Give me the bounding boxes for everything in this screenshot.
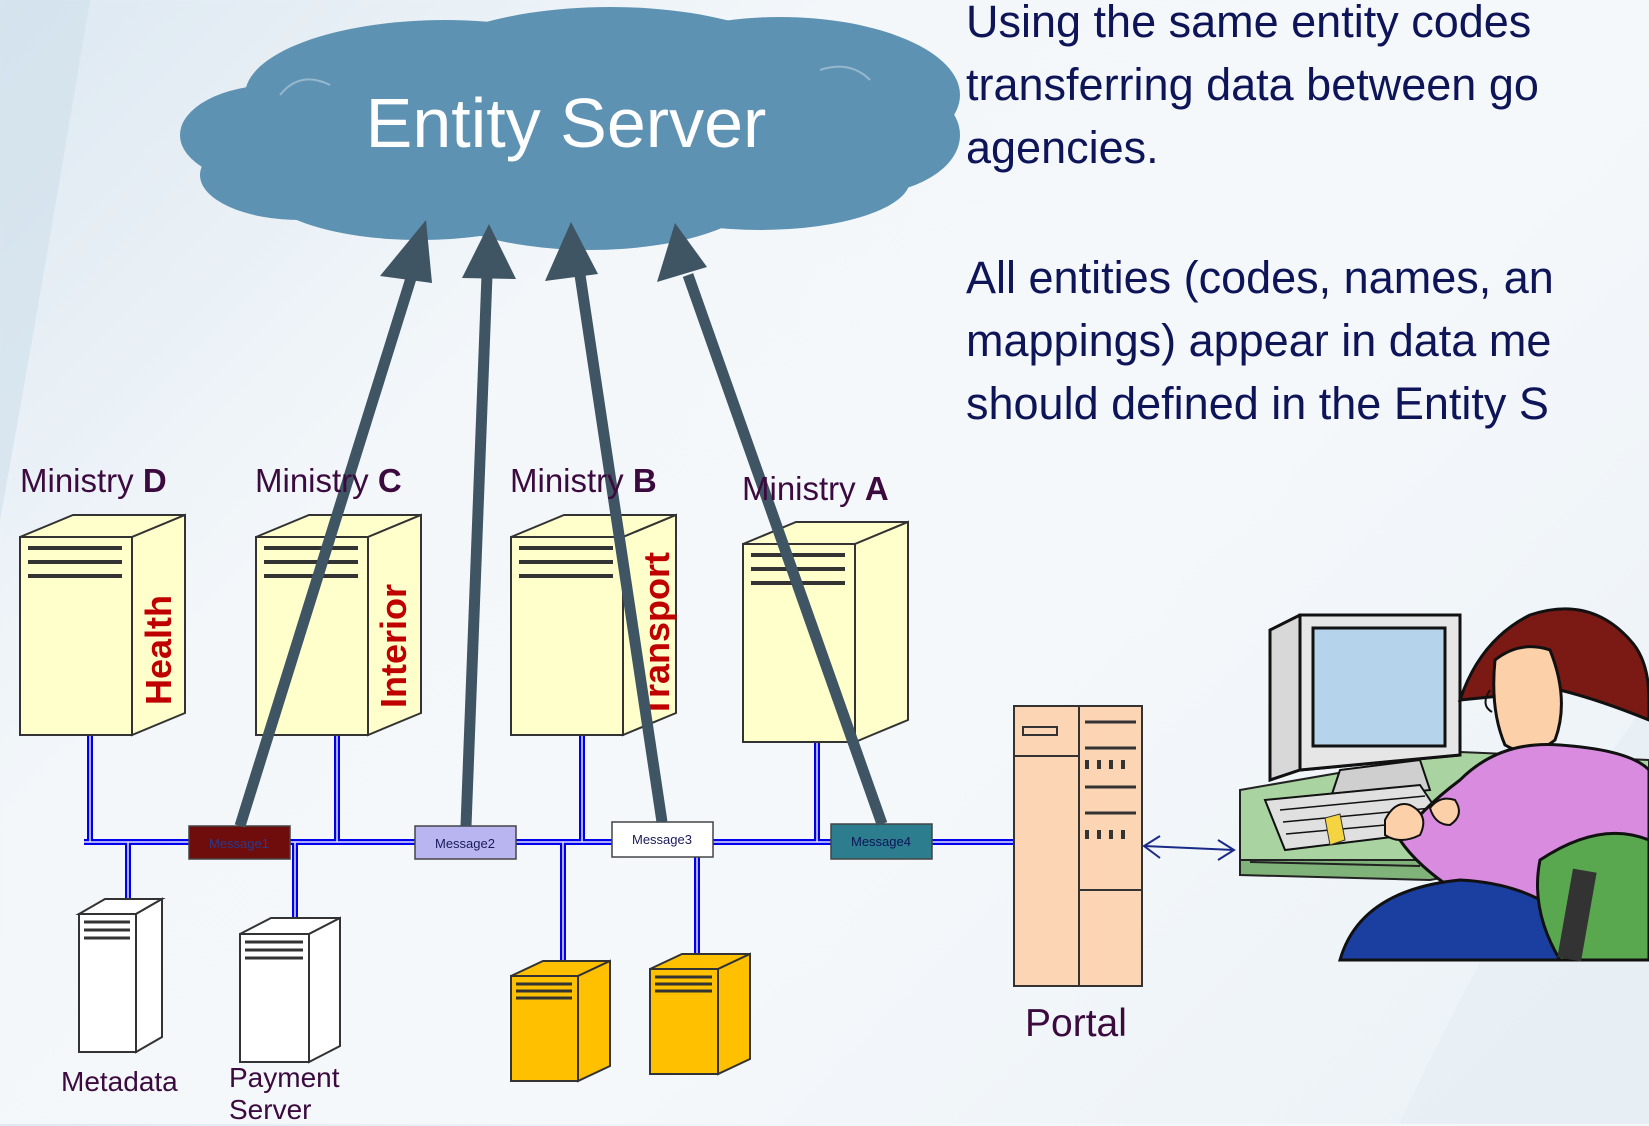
ministry-d-prefix: Ministry [20,462,143,499]
message2-box [414,825,517,860]
metadata-server [75,897,166,1054]
ministry-b-letter: B [632,462,657,499]
ministry-b-prefix: Ministry [510,462,633,499]
server-ministry-d [19,513,186,737]
ministry-c-label: Interior [373,584,414,708]
upload-arrows [234,220,888,828]
ministry-c-title: Ministry C [255,462,402,500]
message1-label: Message1 [209,836,269,851]
message2-label: Message2 [435,836,495,851]
server-ministry-a [742,520,909,744]
message4-box [830,823,933,860]
message3-box [611,821,714,858]
body-text-line1: Using the same entity codes [966,0,1532,47]
ministry-d-letter: D [142,462,167,499]
arrow-head-3 [545,222,598,281]
ministry-d-title: Ministry D [20,462,167,500]
cloud-title: Entity Server [366,84,767,162]
user-at-computer-illustration [1239,607,1649,962]
arrow-message3 [574,274,668,823]
payment-server [239,916,341,1064]
body-text-line3: agencies. [966,122,1159,173]
arrow-message1 [234,273,418,828]
message-boxes [188,821,933,860]
gold-server-1 [510,959,611,1083]
arrow-message2 [460,274,493,827]
entity-server-cloud [180,7,960,250]
portal-label: Portal [1025,1002,1127,1045]
arrow-head-2 [462,224,516,279]
portal-server [1013,705,1143,987]
ministry-c-prefix: Ministry [255,462,378,499]
ministry-a-title: Ministry A [742,470,889,508]
body-text-line4: All entities (codes, names, an [966,252,1554,303]
body-text-line6: should defined in the Entity S [966,378,1549,429]
payment-server-label: Payment Server [229,1062,340,1126]
portal-user-connector [1142,835,1236,861]
body-text-line5: mappings) appear in data me [966,315,1552,366]
arrow-head-1 [380,220,432,283]
message1-box [188,825,291,860]
payment-label-line2: Server [229,1094,312,1125]
payment-label-line1: Payment [229,1062,340,1093]
ministry-a-prefix: Ministry [742,470,865,507]
body-text-line2: transferring data between go [966,59,1539,110]
arrow-message4 [682,273,888,826]
arrow-head-4 [657,223,707,282]
ministry-a-letter: A [864,470,889,507]
background-swoosh [0,0,90,520]
metadata-label: Metadata [61,1066,178,1097]
message3-label: Message3 [632,832,692,847]
message4-label: Message4 [851,834,911,849]
ministry-d-label: Health [138,595,179,705]
gold-server-2 [649,952,751,1076]
ministry-c-letter: C [377,462,402,499]
ministry-b-title: Ministry B [510,462,657,500]
